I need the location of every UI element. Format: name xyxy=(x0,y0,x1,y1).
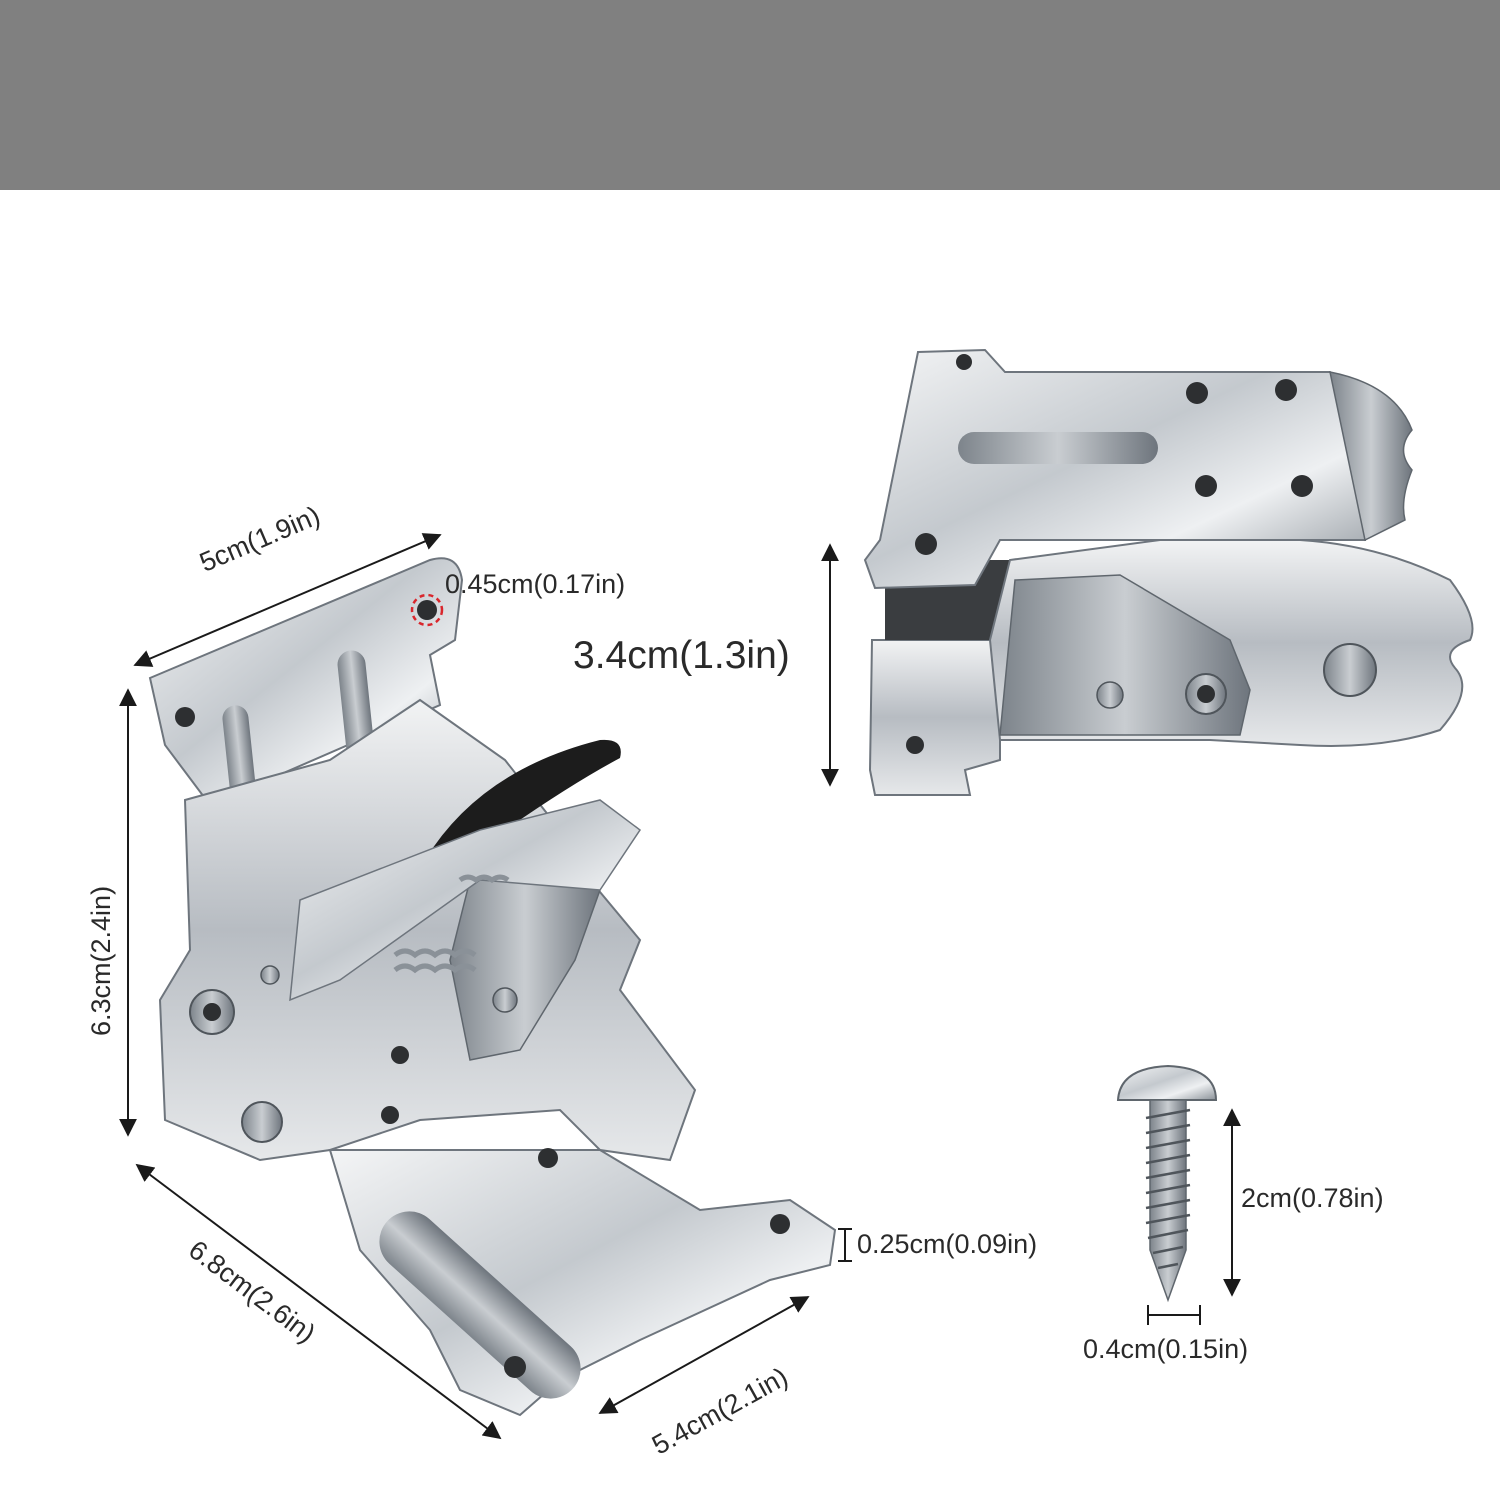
dim-line-base-width xyxy=(598,1296,810,1414)
dim-line-top-width xyxy=(133,533,442,667)
mounting-hole-icon xyxy=(956,354,972,370)
mounting-hole-icon xyxy=(1195,475,1217,497)
mounting-hole-icon xyxy=(504,1356,526,1378)
mounting-hole-icon xyxy=(1275,379,1297,401)
label-height: 6.3cm(2.4in) xyxy=(86,885,116,1036)
mounting-hole-icon xyxy=(770,1214,790,1234)
mounting-hole-icon xyxy=(381,1106,399,1124)
mounting-hole-icon xyxy=(1291,475,1313,497)
rivet-icon xyxy=(492,987,518,1013)
mounting-hole-icon xyxy=(915,533,937,555)
pivot-bolt-icon xyxy=(1323,643,1377,697)
screw-illustration xyxy=(1116,1064,1218,1303)
mounting-hole-icon xyxy=(538,1148,558,1168)
label-mounting-hole: 0.45cm(0.17in) xyxy=(445,569,626,599)
dim-line-thickness xyxy=(838,1228,852,1262)
label-thickness: 0.25cm(0.09in) xyxy=(857,1229,1038,1259)
mounting-hole-icon xyxy=(906,736,924,754)
dim-line-screw-diameter xyxy=(1147,1305,1201,1325)
label-screw-length: 2cm(0.78in) xyxy=(1241,1183,1384,1213)
rivet-icon xyxy=(260,965,280,985)
folded-bracket-illustration xyxy=(863,348,1474,796)
dim-line-length xyxy=(135,1163,502,1440)
rivet-icon xyxy=(1096,681,1124,709)
mounting-hole-icon xyxy=(391,1046,409,1064)
label-folded-height: 3.4cm(1.3in) xyxy=(573,634,790,677)
pivot-bolt-icon xyxy=(241,1101,283,1143)
mounting-hole-icon xyxy=(175,707,195,727)
mounting-hole-icon xyxy=(1186,382,1208,404)
top-banner xyxy=(0,0,1500,190)
mounting-hole-icon xyxy=(417,600,437,620)
label-screw-diameter: 0.4cm(0.15in) xyxy=(1083,1334,1249,1364)
